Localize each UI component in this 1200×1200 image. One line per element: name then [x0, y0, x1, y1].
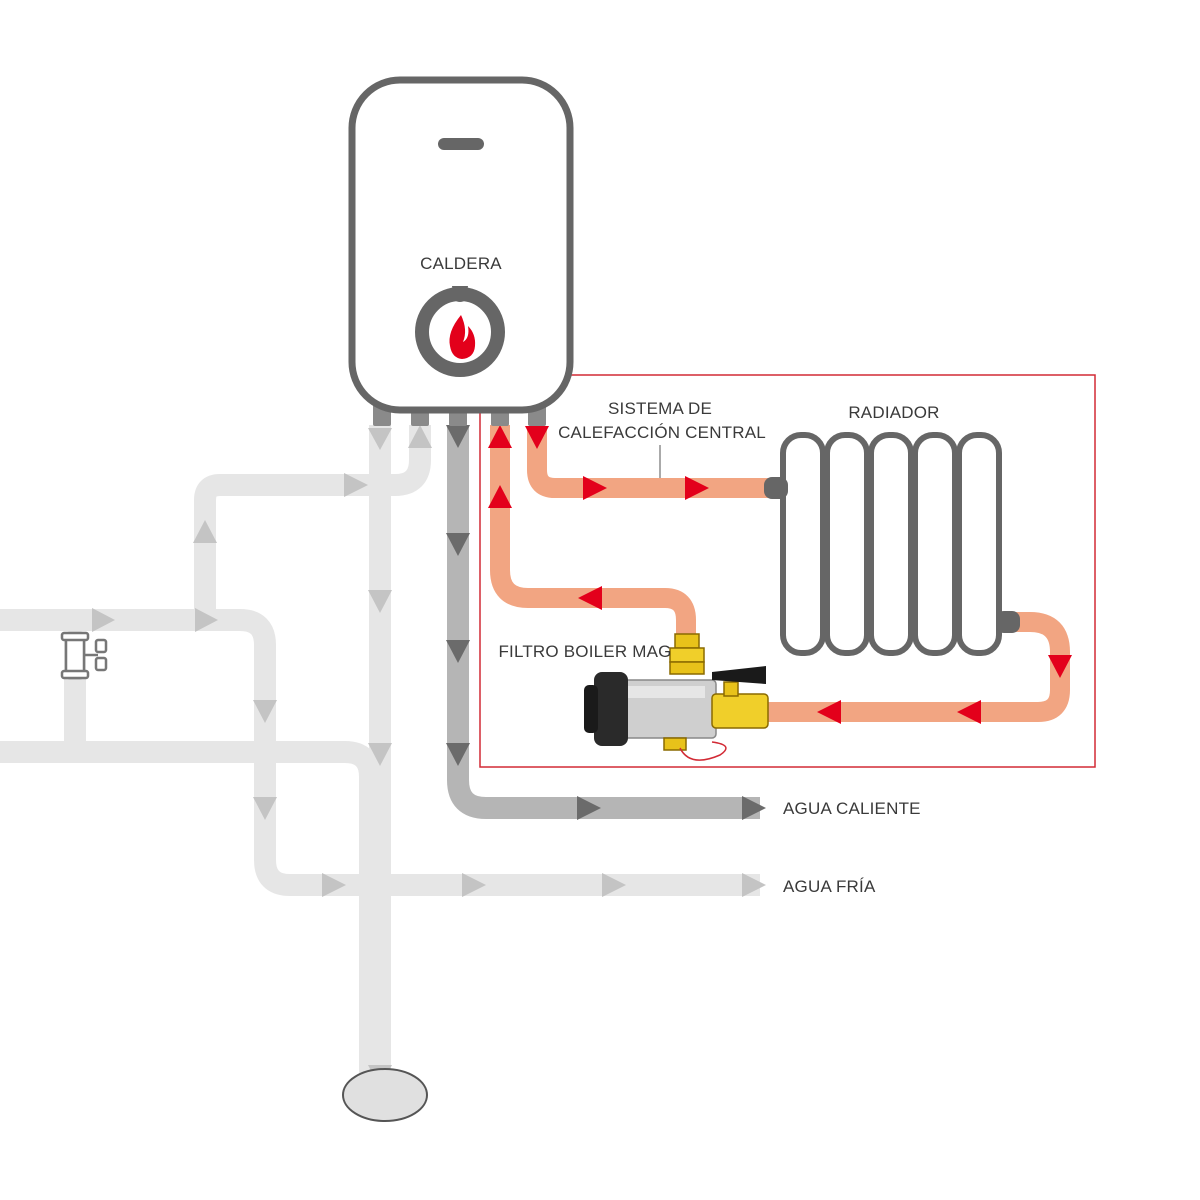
cold-water-arrows — [92, 425, 766, 1088]
filter-device — [584, 633, 769, 761]
system-label-line2: CALEFACCIÓN CENTRAL — [558, 423, 766, 442]
boiler — [348, 76, 574, 426]
flame-icon — [449, 315, 476, 359]
system-label-line1: SISTEMA DE — [608, 399, 712, 418]
valve-icon — [60, 631, 108, 680]
radiator — [780, 432, 1002, 656]
radiator-label: RADIADOR — [848, 403, 939, 422]
heating-circuit — [488, 425, 1072, 724]
boiler-label: CALDERA — [420, 254, 502, 273]
hot-water-pipe — [446, 425, 766, 820]
cold-water-label: AGUA FRÍA — [783, 877, 876, 896]
filter-label: FILTRO BOILER MAG — [498, 642, 671, 661]
drain-icon — [342, 1068, 428, 1122]
hot-water-label: AGUA CALIENTE — [783, 799, 921, 818]
radiator-connectors — [764, 477, 1020, 633]
heating-system-highlight — [479, 374, 1096, 768]
